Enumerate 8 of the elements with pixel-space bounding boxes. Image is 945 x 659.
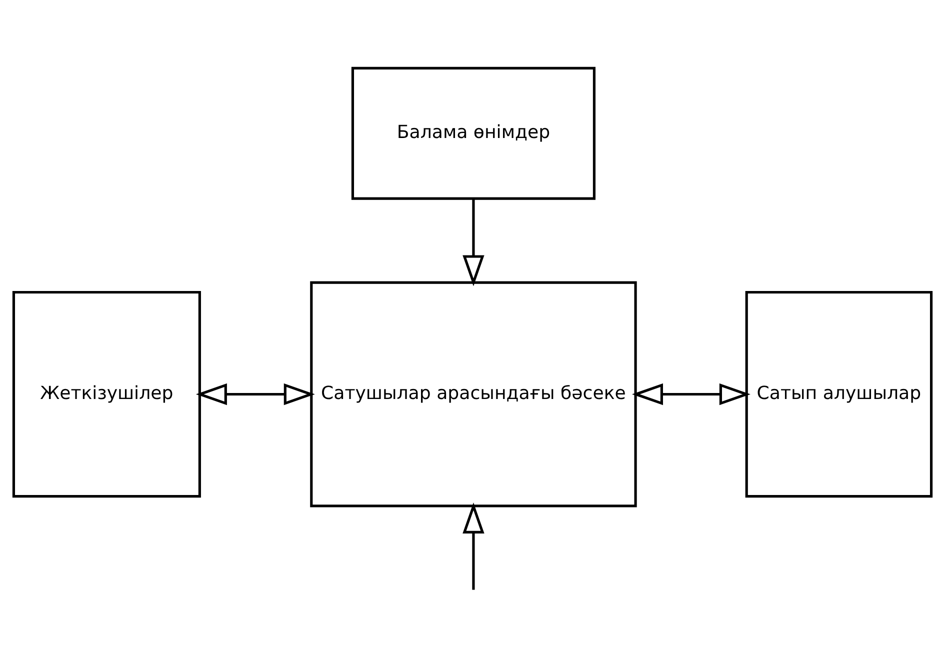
node-box: Жеткізушілер (12, 290, 201, 498)
arrow (196, 383, 315, 406)
node-box: Балама өнімдер (351, 66, 596, 200)
arrow (462, 198, 484, 286)
arrow (462, 502, 484, 590)
arrow (632, 383, 750, 406)
node-box: Сатып алушылар (745, 290, 933, 498)
node-box: Сатушылар арасындағы бәсеке (310, 281, 637, 508)
